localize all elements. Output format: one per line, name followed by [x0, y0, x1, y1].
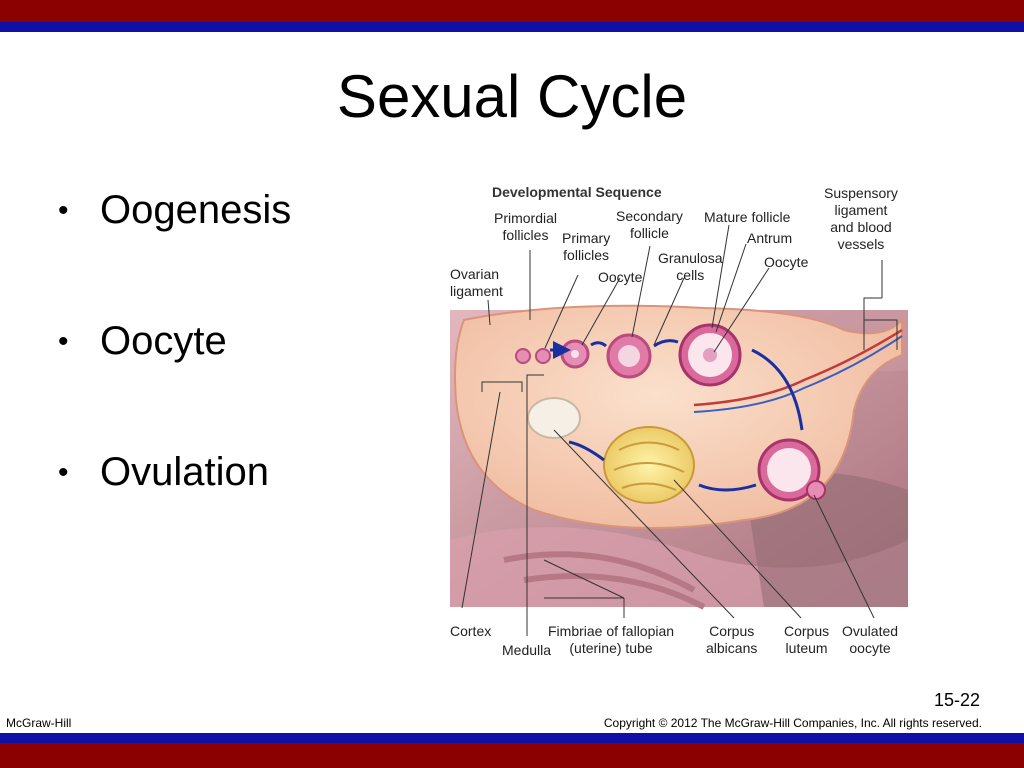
- bullet-item: • Oocyte: [58, 319, 291, 450]
- label-ovulated-oocyte: Ovulated oocyte: [842, 623, 898, 657]
- bullet-list: • Oogenesis • Oocyte • Ovulation: [58, 188, 291, 581]
- label-text: Ovarian ligament: [450, 266, 503, 299]
- leader-lines: [461, 224, 898, 636]
- bullet-text: Oocyte: [100, 319, 227, 363]
- label-text: Granulosa cells: [658, 250, 723, 283]
- label-ovarian-ligament: Ovarian ligament: [450, 266, 503, 300]
- ovulated-oocyte: [806, 480, 826, 500]
- bullet-text: Oogenesis: [100, 188, 292, 232]
- label-cortex: Cortex: [450, 623, 491, 640]
- label-text: Primordial follicles: [494, 210, 558, 243]
- bullet-glyph: •: [58, 325, 69, 358]
- ovary-illustration: [450, 224, 908, 636]
- bullet-item: • Oogenesis: [58, 188, 291, 319]
- label-text: Secondary follicle: [616, 208, 683, 241]
- label-text: Primary follicles: [562, 230, 611, 263]
- label-fimbriae: Fimbriae of fallopian (uterine) tube: [548, 623, 674, 657]
- slide-title: Sexual Cycle: [336, 63, 688, 130]
- label-corpus-albicans: Corpus albicans: [706, 623, 757, 657]
- label-mature-follicle: Mature follicle: [704, 209, 790, 226]
- bullet-item: • Ovulation: [58, 450, 291, 581]
- corpus-albicans: [527, 397, 581, 439]
- top-red-bar: [0, 0, 1024, 22]
- bullet-text: Ovulation: [100, 450, 269, 494]
- corpus-luteum: [603, 426, 695, 504]
- label-text: Ovulated oocyte: [842, 623, 899, 656]
- label-granulosa-cells: Granulosa cells: [658, 250, 723, 284]
- bullet-glyph: •: [58, 194, 69, 227]
- label-text: Oocyte: [598, 269, 643, 285]
- top-blue-bar: [0, 22, 1024, 32]
- sequence-arrow: [751, 348, 804, 431]
- label-text: Antrum: [747, 230, 793, 246]
- label-corpus-luteum: Corpus luteum: [784, 623, 829, 657]
- label-secondary-follicle: Secondary follicle: [616, 208, 683, 242]
- label-text: Mature follicle: [704, 209, 791, 225]
- ovary-diagram: Developmental Sequence Primordial follic…: [444, 180, 914, 664]
- label-primordial-follicles: Primordial follicles: [494, 210, 557, 244]
- bottom-blue-bar: [0, 733, 1024, 743]
- primordial-follicle: [515, 348, 531, 364]
- label-suspensory-ligament: Suspensory ligament and blood vessels: [824, 185, 898, 253]
- developmental-sequence-heading: Developmental Sequence: [492, 184, 662, 200]
- top-divider-line: [0, 32, 1024, 35]
- label-text: Suspensory ligament and blood vessels: [824, 185, 898, 252]
- label-text: Cortex: [450, 623, 492, 639]
- primordial-follicle: [535, 348, 551, 364]
- label-text: Corpus luteum: [784, 623, 830, 656]
- label-antrum: Antrum: [747, 230, 792, 247]
- page-number: 15-22: [933, 690, 980, 710]
- label-medulla: Medulla: [502, 642, 551, 659]
- label-text: Corpus albicans: [706, 623, 758, 656]
- label-text: Fimbriae of fallopian (uterine) tube: [548, 623, 675, 656]
- label-primary-follicles: Primary follicles: [562, 230, 610, 264]
- bullet-glyph: •: [58, 456, 69, 489]
- label-oocyte: Oocyte: [764, 254, 808, 271]
- publisher-name: McGraw-Hill: [6, 716, 72, 730]
- label-oocyte: Oocyte: [598, 269, 642, 286]
- label-text: Oocyte: [764, 254, 809, 270]
- copyright-notice: Copyright © 2012 The McGraw-Hill Compani…: [603, 716, 982, 730]
- label-text: Medulla: [502, 642, 552, 658]
- bottom-red-bar: [0, 743, 1024, 768]
